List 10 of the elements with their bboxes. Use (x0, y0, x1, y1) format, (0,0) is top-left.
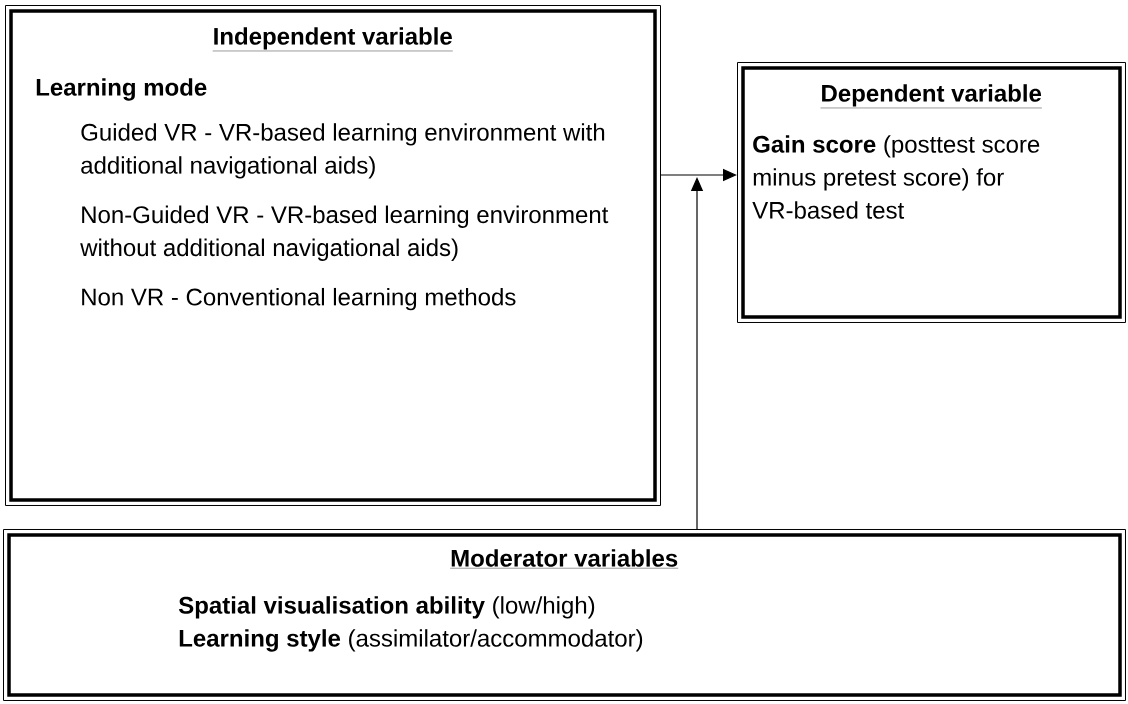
section-heading: Learning mode (36, 78, 207, 101)
body-text: Learning style (assimilator/accommodator) (179, 629, 643, 652)
variable-box: Moderator variables Spatial visualisation ability (low/high) Learning style (assimilator/accommodator) (3, 529, 1126, 701)
body-text: Gain score (posttest score minus pretest score) for VR-based test (752, 135, 1040, 219)
body-text: Guided VR - VR-based learning environment with additional navigational aids) (81, 123, 605, 179)
variable-box: Dependent variable Gain score (posttest score minus pretest score) for VR-based test (737, 62, 1126, 323)
body-text: Non-Guided VR - VR-based learning environment without additional navigational aids) (80, 205, 609, 261)
body-text: Spatial visualisation ability (low/high) (178, 596, 595, 619)
body-text: Non VR - Conventional learning methods (82, 287, 516, 311)
variable-box: Independent variable Learning mode Guided VR - VR-based learning environment with additional navigational aids) Non-Guided VR - VR-based learning environment without additional navigational aids) Non VR - Conventional learning methods (5, 5, 661, 506)
